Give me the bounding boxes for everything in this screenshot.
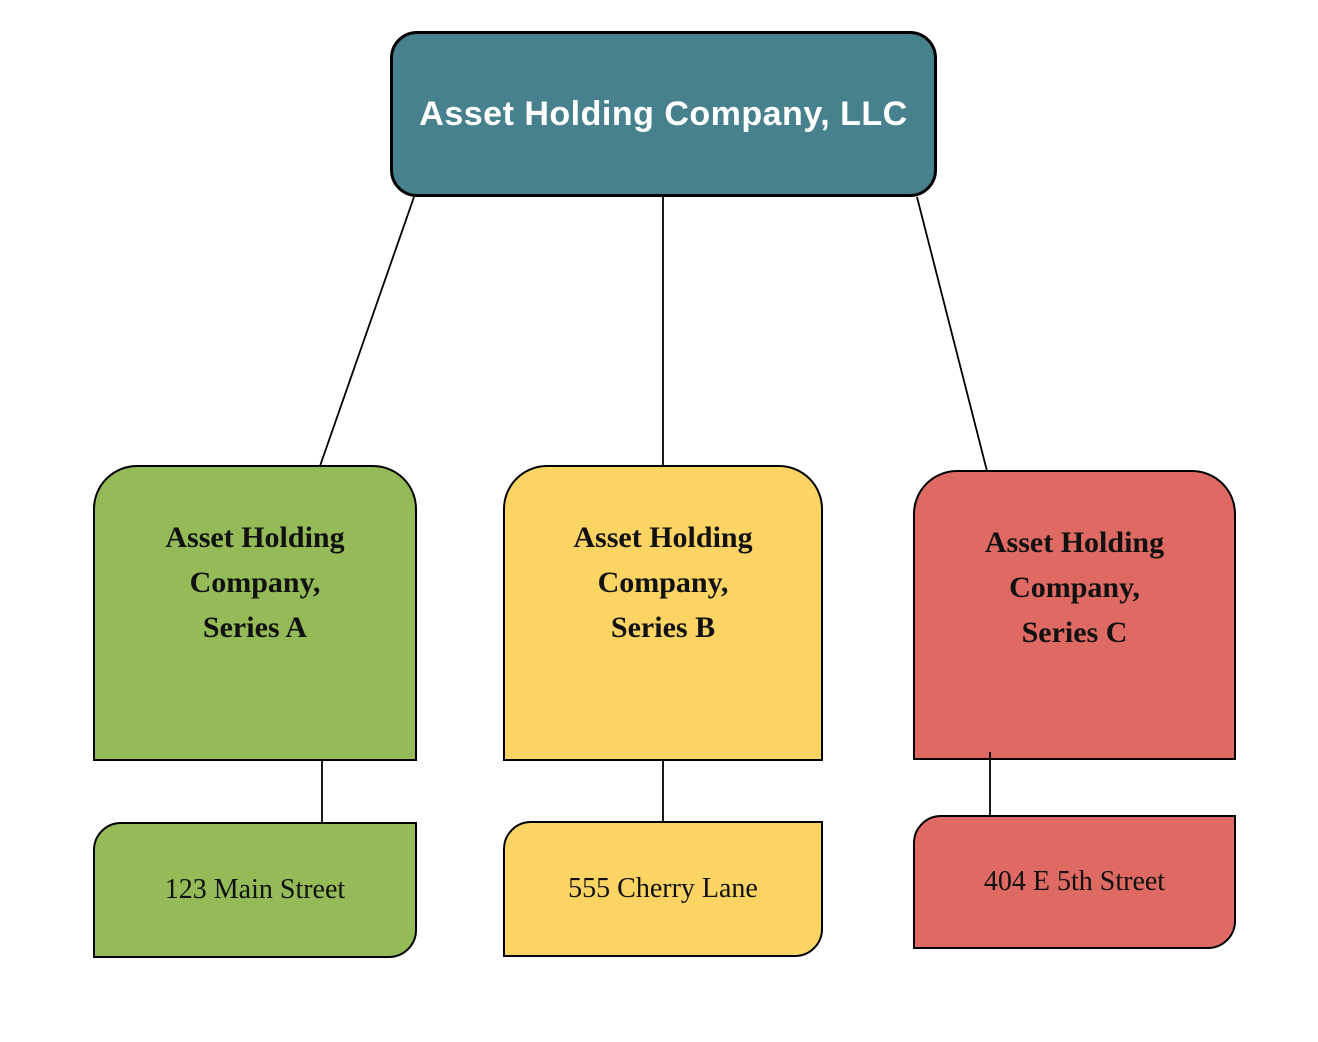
node-address-series-c: 404 E 5th Street <box>913 815 1236 949</box>
node-series-c: Asset Holding Company, Series C <box>913 470 1236 760</box>
series-a-label-line: Series A <box>202 611 308 644</box>
series-c-label-line: Asset Holding <box>984 526 1165 559</box>
series-b-label-line: Asset Holding <box>573 521 753 554</box>
node-address-series-b: 555 Cherry Lane <box>503 821 823 957</box>
series-b-label-line: Series B <box>610 611 716 644</box>
series-b-label-line: Company, <box>597 566 729 599</box>
node-series-a: Asset Holding Company, Series A <box>93 465 417 761</box>
connector-root-to-series-c <box>916 196 988 472</box>
connector-root-to-series-a <box>319 196 415 467</box>
series-c-label-line: Series C <box>1021 616 1128 649</box>
address-series-c-label: 404 E 5th Street <box>983 866 1166 897</box>
series-a-label-line: Company, <box>189 566 321 599</box>
address-series-a-label: 123 Main Street <box>164 874 346 905</box>
series-c-label-line: Company, <box>1009 571 1140 604</box>
node-series-b: Asset Holding Company, Series B <box>503 465 823 761</box>
node-address-series-a: 123 Main Street <box>93 822 417 958</box>
address-series-b-label: 555 Cherry Lane <box>568 873 758 904</box>
node-root-company: Asset Holding Company, LLC <box>390 31 937 197</box>
root-company-label: Asset Holding Company, LLC <box>419 94 908 133</box>
series-a-label-line: Asset Holding <box>165 521 345 554</box>
